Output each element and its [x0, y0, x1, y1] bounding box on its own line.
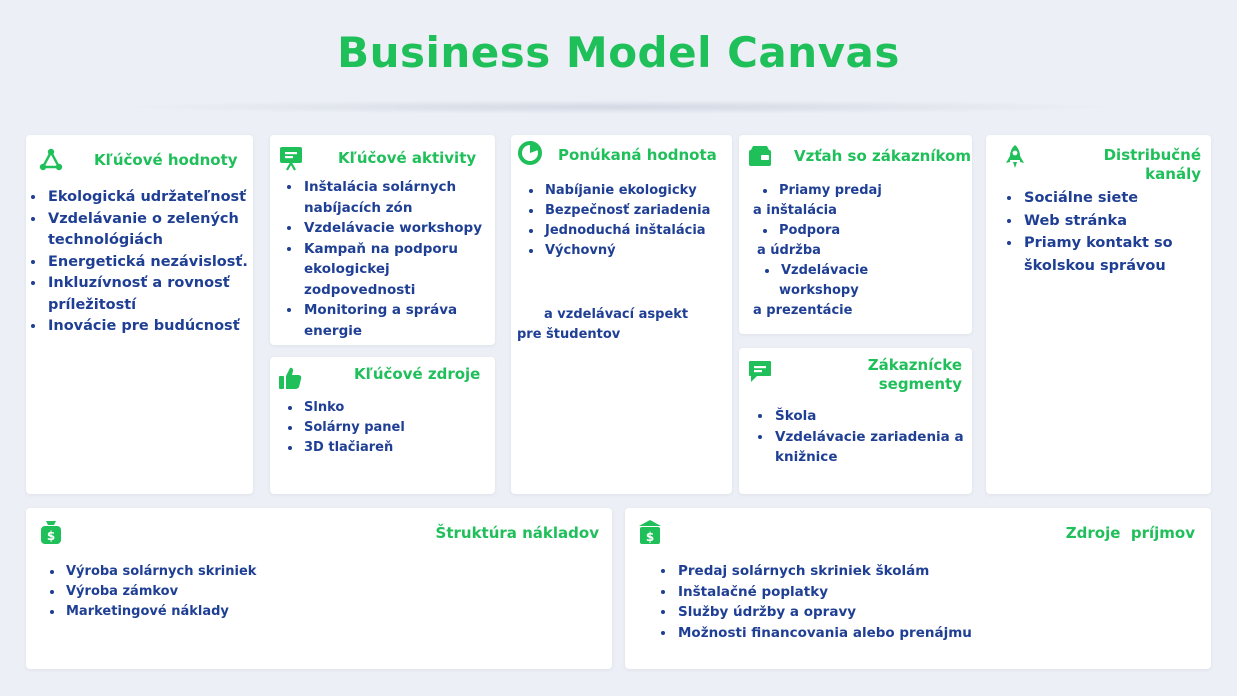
- value-proposition-title: Ponúkaná hodnota: [558, 146, 717, 164]
- list-item: Slnko: [302, 398, 502, 418]
- list-item: Výroba zámkov: [64, 582, 564, 602]
- title-divider: [120, 100, 1120, 114]
- revenue-streams-list: Predaj solárnych skriniek školám Inštala…: [660, 561, 1196, 643]
- list-item: Monitoring a správa energie: [302, 300, 502, 341]
- list-item: Marketingové náklady: [64, 602, 564, 622]
- list-item: Vzdelávacie workshopy: [302, 218, 502, 239]
- revenue-streams-card: $ Zdroje príjmov Predaj solárnych skrini…: [625, 508, 1211, 669]
- list-item: Vzdelávanie o zelených technológiách: [46, 209, 261, 252]
- svg-text:$: $: [646, 530, 654, 544]
- customer-segments-title-line2: segmenty: [878, 375, 962, 393]
- key-activities-title: Kľúčové aktivity: [338, 149, 477, 167]
- channels-title-line1: Distribučné: [1103, 146, 1201, 164]
- key-activities-list: Inštalácia solárnych nabíjacích zón Vzde…: [286, 177, 502, 341]
- list-item: Web stránka: [1022, 210, 1217, 233]
- customer-relationships-list: Priamy predaj: [761, 181, 977, 201]
- key-resources-card: Kľúčové zdroje Slnko Solárny panel 3D tl…: [270, 357, 495, 494]
- customer-segments-title-line1: Zákaznícke: [867, 356, 962, 374]
- list-item: Predaj solárnych skriniek školám: [676, 561, 1196, 582]
- customer-relationships-line6: workshopy: [779, 283, 859, 298]
- wallet-icon: [747, 143, 773, 169]
- cash-register-icon: $: [637, 519, 663, 545]
- key-values-card: Kľúčové hodnoty Ekologická udržateľnosť …: [26, 135, 253, 494]
- list-item: Priamy kontakt so školskou správou: [1022, 232, 1217, 277]
- list-item: 3D tlačiareň: [302, 438, 502, 458]
- list-item: Inkluzívnosť a rovnosť príležitostí: [46, 273, 261, 316]
- cost-structure-card: $ Štruktúra nákladov Výroba solárnych sk…: [26, 508, 612, 669]
- cost-structure-title: Štruktúra nákladov: [435, 524, 599, 542]
- list-item: Vzdelávacie: [779, 261, 979, 281]
- key-resources-list: Slnko Solárny panel 3D tlačiareň: [286, 398, 502, 458]
- value-proposition-card: Ponúkaná hodnota Nabíjanie ekologicky Be…: [511, 135, 732, 494]
- list-item: Sociálne siete: [1022, 187, 1217, 210]
- customer-relationships-title: Vzťah so zákazníkom: [794, 147, 971, 165]
- thumbs-up-icon: [277, 365, 303, 391]
- network-icon: [38, 147, 64, 173]
- list-item: Ekologická udržateľnosť: [46, 187, 261, 209]
- chat-icon: [747, 358, 773, 384]
- list-item: Podpora: [777, 221, 977, 241]
- list-item: Nabíjanie ekologicky: [543, 181, 743, 201]
- customer-relationships-line2: a inštalácia: [753, 203, 837, 218]
- value-proposition-continuation-1: a vzdelávací aspekt: [544, 307, 689, 322]
- customer-relationships-list-3: Vzdelávacie: [763, 261, 979, 281]
- customer-relationships-card: Vzťah so zákazníkom Priamy predaj a inšt…: [739, 135, 972, 334]
- channels-title-line2: kanály: [1145, 165, 1201, 183]
- cost-structure-list: Výroba solárnych skriniek Výroba zámkov …: [48, 562, 564, 622]
- presentation-icon: [278, 145, 304, 171]
- list-item: Výroba solárnych skriniek: [64, 562, 564, 582]
- channels-list: Sociálne siete Web stránka Priamy kontak…: [1006, 187, 1217, 277]
- customer-relationships-line7: a prezentácie: [753, 303, 853, 318]
- list-item: Služby údržby a opravy: [676, 602, 1196, 623]
- value-proposition-continuation-2: pre študentov: [517, 327, 621, 342]
- list-item: Inovácie pre budúcnosť: [46, 316, 261, 338]
- list-item: Priamy predaj: [777, 181, 977, 201]
- list-item: Inštalácia solárnych nabíjacích zón: [302, 177, 502, 218]
- key-activities-card: Kľúčové aktivity Inštalácia solárnych na…: [270, 135, 495, 345]
- rocket-icon: [1002, 144, 1028, 170]
- money-bag-icon: $: [38, 519, 64, 545]
- key-values-list: Ekologická udržateľnosť Vzdelávanie o ze…: [30, 187, 261, 338]
- pie-chart-icon: [517, 140, 543, 166]
- list-item: Možnosti financovania alebo prenájmu: [676, 623, 1196, 644]
- list-item: Solárny panel: [302, 418, 502, 438]
- value-proposition-list: Nabíjanie ekologicky Bezpečnosť zariaden…: [527, 181, 743, 261]
- customer-segments-list: Škola Vzdelávacie zariadenia a knižnice: [757, 406, 978, 468]
- list-item: Škola: [773, 406, 978, 427]
- key-resources-title: Kľúčové zdroje: [354, 365, 481, 383]
- customer-segments-card: Zákaznícke segmenty Škola Vzdelávacie za…: [739, 348, 972, 494]
- list-item: Výchovný: [543, 241, 743, 261]
- customer-relationships-list-2: Podpora: [761, 221, 977, 241]
- list-item: Inštalačné poplatky: [676, 582, 1196, 603]
- list-item: Bezpečnosť zariadenia: [543, 201, 743, 221]
- list-item: Kampaň na podporu ekologickej zodpovedno…: [302, 239, 502, 301]
- svg-text:$: $: [47, 529, 55, 543]
- list-item: Energetická nezávislosť.: [46, 252, 261, 274]
- revenue-streams-title: Zdroje príjmov: [1065, 524, 1195, 542]
- key-values-title: Kľúčové hodnoty: [94, 151, 238, 169]
- list-item: Vzdelávacie zariadenia a knižnice: [773, 427, 978, 468]
- channels-card: Distribučné kanály Sociálne siete Web st…: [986, 135, 1211, 494]
- customer-relationships-line4: a údržba: [757, 243, 821, 258]
- page-title: Business Model Canvas: [337, 28, 900, 77]
- list-item: Jednoduchá inštalácia: [543, 221, 743, 241]
